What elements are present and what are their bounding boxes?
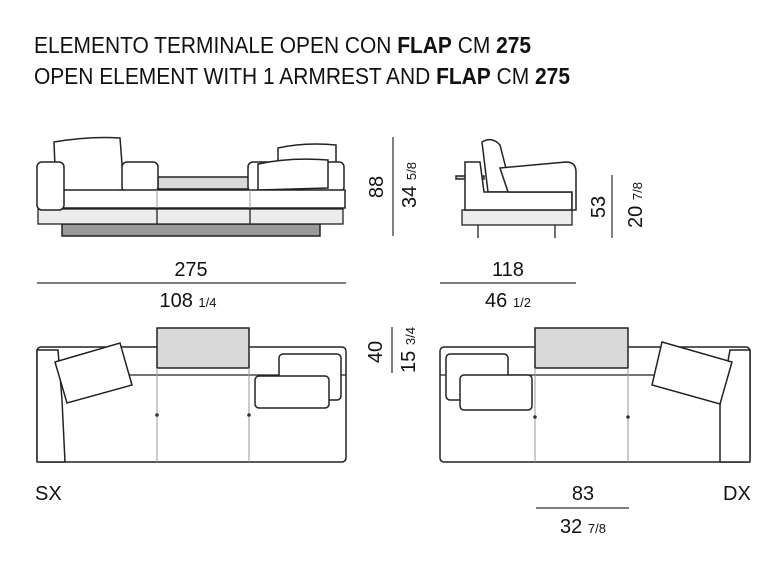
flap-depth-cm: 40	[365, 341, 387, 363]
top-view-sx-drawing	[36, 327, 347, 463]
side-depth-in: 46 1/2	[485, 290, 531, 312]
flap-width-cm: 83	[572, 483, 594, 505]
title-italian: ELEMENTO TERMINALE OPEN CON FLAP CM 275	[34, 32, 531, 58]
dx-label: DX	[723, 483, 751, 505]
front-view-drawing	[36, 136, 346, 237]
flap-depth-in: 15 3/4	[398, 327, 420, 373]
front-width-cm: 275	[174, 259, 207, 281]
top-view-dx-drawing	[439, 327, 751, 463]
side-view-drawing	[455, 138, 577, 238]
side-seat-height-cm: 53	[588, 196, 610, 218]
side-seat-height-in: 20 7/8	[625, 182, 647, 228]
front-height-cm: 88	[366, 176, 388, 198]
title-english: OPEN ELEMENT WITH 1 ARMREST AND FLAP CM …	[34, 63, 570, 89]
sx-label: SX	[35, 483, 62, 505]
side-depth-cm: 118	[492, 259, 524, 281]
front-height-in: 34 5/8	[399, 162, 421, 208]
flap-width-in: 32 7/8	[560, 516, 606, 538]
front-width-in: 108 1/4	[159, 290, 216, 312]
